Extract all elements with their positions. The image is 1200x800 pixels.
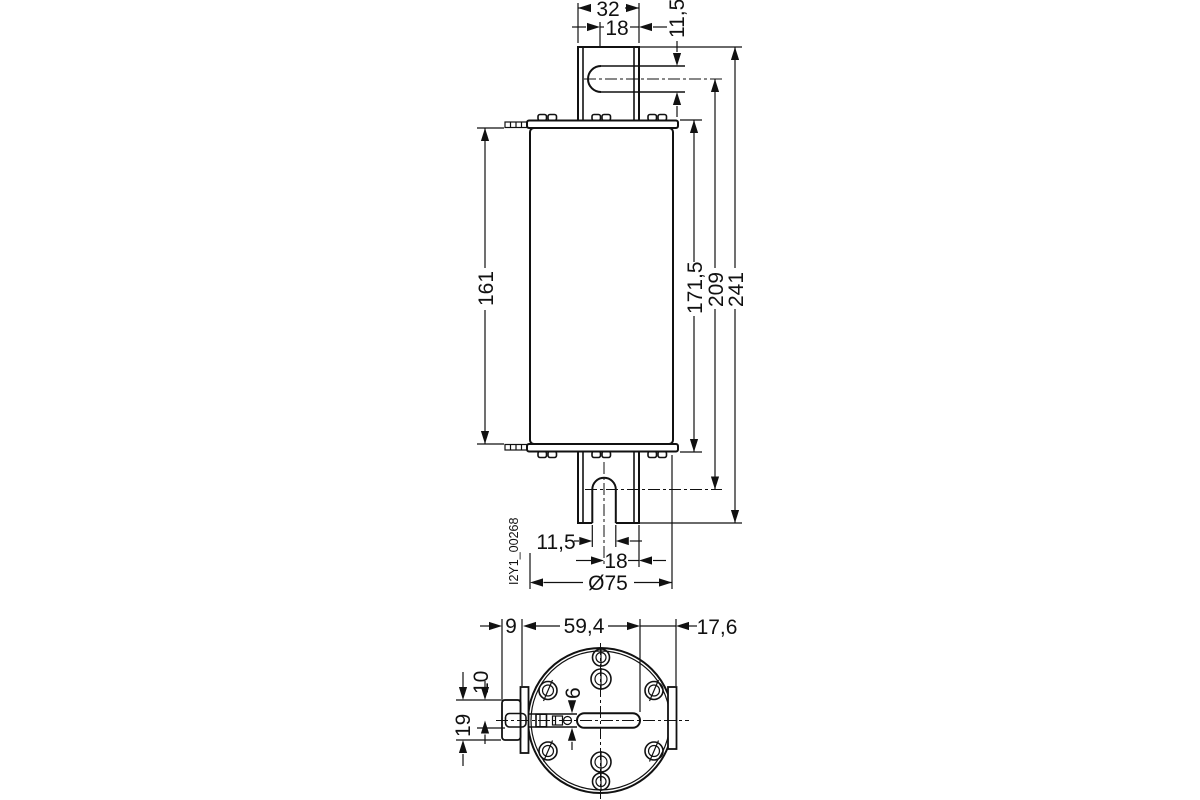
dim-body-length: 161 [475,271,498,306]
screw [591,772,611,791]
top-grip-lug-edge [504,121,528,129]
dim-blade-width: 32 [596,0,619,21]
dim-grip-top-offset: 10 [470,671,493,694]
dim-blade-depth: 17,6 [697,616,738,639]
dim-grip-height: 19 [452,714,475,737]
dim-bottom-slot-depth: 18 [604,550,627,573]
dim-overall-length: 241 [725,272,748,307]
dim-slot-to-slot: 209 [705,272,728,307]
screw [538,679,558,702]
top-cap [504,113,679,129]
screw [591,648,611,667]
top-blade-terminal [577,46,722,120]
dim-cap-to-cap: 171,5 [684,261,707,314]
bottom-blade-terminal [577,451,722,567]
screw [590,668,612,690]
bottom-cap [504,443,679,459]
dim-blade-slot-width: 11,5 [666,0,689,38]
dim-indicator-slot-height: 6 [562,687,585,699]
end-view-dimensions: 9 59,4 17,6 10 19 [452,615,737,766]
drawing-code-label: I2Y1_00268 [507,518,521,585]
dim-grip-offset: 9 [505,615,517,638]
side-view-dimensions: 32 18 11,5 161 171 [475,0,748,595]
blade-edge-bar [667,686,678,750]
dim-slot-span: 59,4 [564,615,605,638]
dim-blade-slot-depth: 18 [605,17,628,40]
screw [590,751,612,773]
dim-diameter: Ø75 [588,572,628,595]
bottom-grip-lug-edge [504,443,528,451]
fuse-body [529,127,674,445]
top-cap-screws [537,113,668,122]
bottom-cap-screws [537,450,668,459]
end-view: 9 59,4 17,6 10 19 [452,615,737,799]
cap-screws [538,648,664,791]
screw [644,679,664,702]
screw [644,740,664,762]
screw [538,740,558,762]
dim-bottom-slot-width: 11,5 [536,531,575,554]
side-view: 32 18 11,5 161 171 [475,0,748,595]
